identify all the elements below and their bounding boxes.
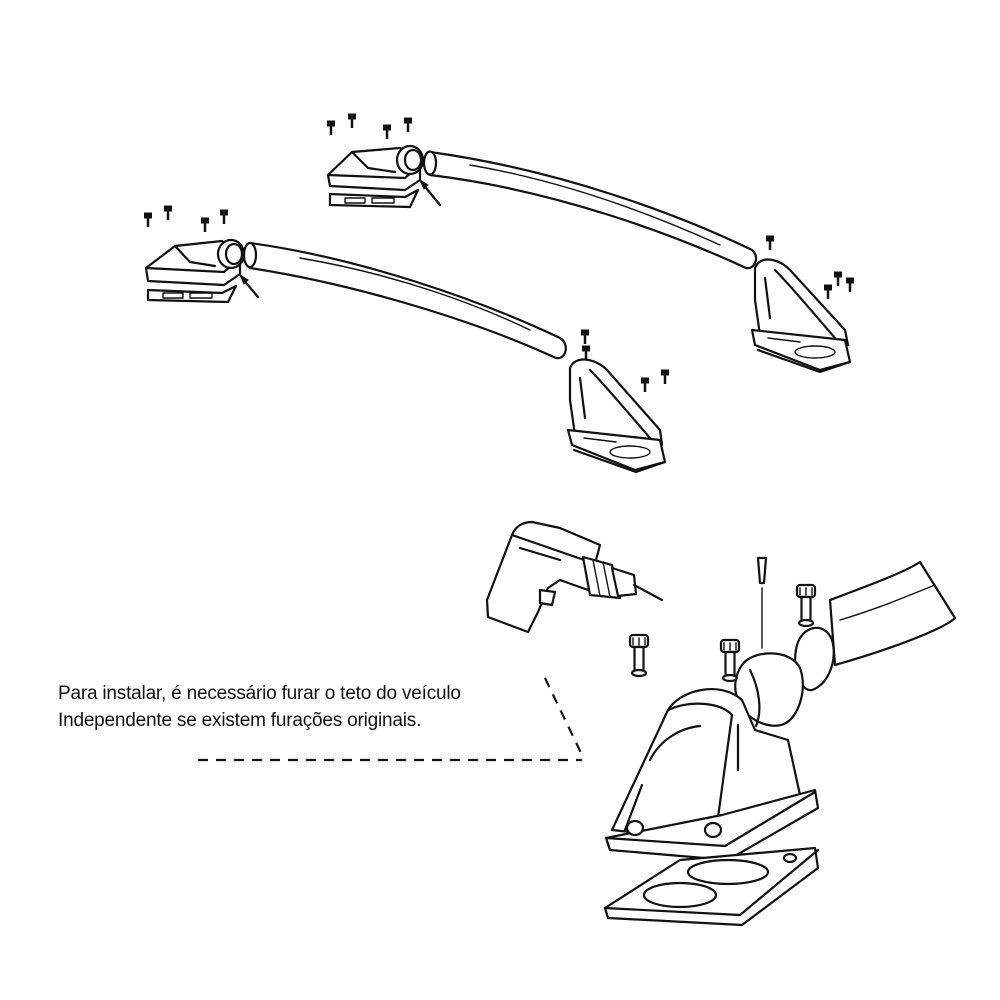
front-front-foot	[144, 238, 260, 304]
installation-note-line-2: Independente se existem furações origina…	[58, 710, 422, 731]
front-back-foot	[566, 358, 667, 474]
drill-icon	[485, 520, 664, 634]
callout-leader	[198, 677, 583, 762]
rear-front-foot	[326, 144, 442, 209]
bolt-loose	[628, 633, 650, 678]
installation-note-line-1: Para instalar, é necessário furar o teto…	[58, 683, 461, 704]
rear-roof-rail	[326, 112, 855, 374]
front-front-screws	[143, 204, 229, 234]
rear-front-screws	[326, 112, 413, 141]
rear-back-foot	[750, 258, 852, 374]
bolt-right	[795, 583, 817, 628]
foot-detail	[603, 556, 957, 927]
front-roof-rail	[143, 204, 670, 474]
